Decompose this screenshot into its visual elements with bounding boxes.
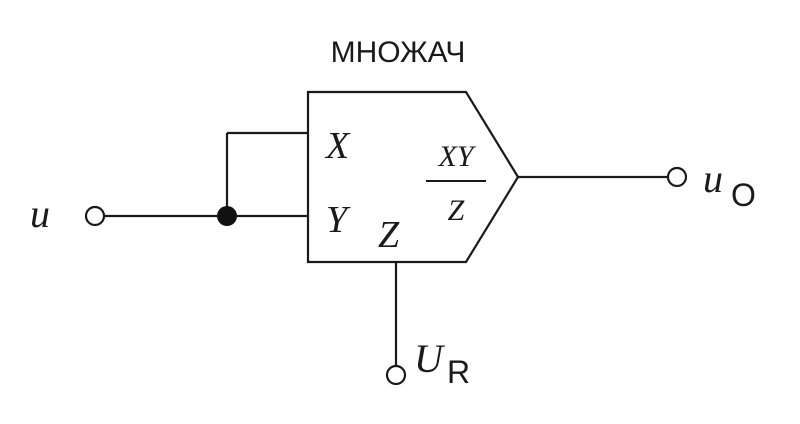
- multiplier-block: [306, 90, 520, 264]
- reference-u-label: U: [414, 336, 446, 381]
- input-x-label: X: [324, 125, 351, 167]
- diagram-title: МНОЖАЧ: [331, 36, 466, 69]
- junction-dot: [217, 206, 237, 226]
- input-z-label: Z: [378, 214, 400, 256]
- input-terminal: [84, 205, 106, 227]
- input-u-label: u: [30, 191, 50, 236]
- formula-denominator: Z: [448, 194, 465, 227]
- reference-terminal: [385, 364, 407, 386]
- reference-subscript: R: [447, 354, 470, 390]
- formula-numerator: XY: [437, 140, 476, 173]
- output-terminal: [666, 166, 688, 188]
- output-subscript: O: [731, 177, 756, 213]
- input-y-label: Y: [326, 199, 351, 241]
- output-u-label: u: [703, 156, 723, 201]
